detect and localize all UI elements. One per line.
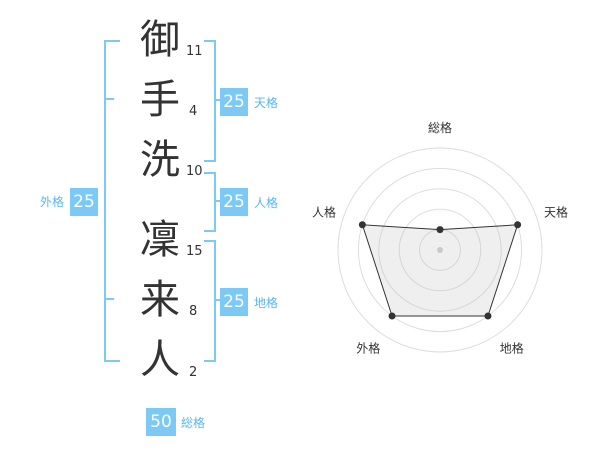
radar-data-point-1: [436, 226, 444, 234]
radar-axis-label-3: 地格: [500, 341, 524, 356]
radar-data-point-4: [388, 312, 396, 320]
soukaku-value-badge: 50: [146, 408, 176, 436]
jinkaku-value-badge: 25: [220, 188, 248, 216]
bracket-tick: [104, 98, 114, 100]
name-char-5: 来: [140, 277, 180, 323]
stroke-count-6: 2: [189, 365, 198, 380]
tenkaku-value-badge: 25: [220, 88, 248, 116]
stroke-count-1: 11: [186, 44, 203, 59]
bracket-tick: [104, 298, 114, 300]
name-char-4: 凜: [140, 217, 180, 263]
radar-axis-label-1: 総格: [428, 120, 452, 135]
stroke-count-2: 4: [189, 104, 198, 119]
jinkaku-bracket: [204, 172, 216, 232]
jinkaku-label: 人格: [254, 196, 279, 210]
radar-grid-ring: [398, 208, 482, 292]
radar-data-point-5: [358, 221, 366, 229]
radar-grid-ring: [378, 188, 502, 312]
radar-grid-ring: [337, 147, 543, 353]
tenkaku-bracket: [204, 40, 216, 162]
chikaku-label: 地格: [254, 296, 279, 310]
stroke-count-4: 15: [186, 244, 203, 259]
name-char-3: 洗: [140, 137, 180, 183]
gaikaku-bracket: [104, 40, 120, 362]
gaikaku-value-badge: 25: [70, 188, 98, 216]
radar-axis-label-2: 天格: [544, 204, 568, 219]
gaikaku-label: 外格: [40, 195, 65, 209]
radar-grid-ring: [357, 167, 523, 333]
name-char-1: 御: [140, 17, 180, 63]
stroke-count-5: 8: [189, 304, 198, 319]
name-char-6: 人: [140, 337, 180, 383]
radar-data-point-3: [484, 312, 492, 320]
chikaku-connector: [214, 299, 220, 301]
stroke-count-3: 10: [186, 164, 203, 179]
radar-data-polygon: [361, 224, 519, 317]
chikaku-value-badge: 25: [220, 288, 248, 316]
tenkaku-label: 天格: [254, 96, 279, 110]
radar-data-point-2: [514, 221, 522, 229]
soukaku-label: 総格: [181, 416, 206, 430]
name-char-2: 手: [140, 77, 180, 123]
radar-center-dot: [437, 247, 443, 253]
chikaku-bracket: [204, 240, 216, 362]
radar-axis-label-4: 外格: [356, 341, 380, 356]
jinkaku-connector: [214, 200, 220, 202]
radar-axis-label-5: 人格: [312, 204, 336, 219]
tenkaku-connector: [214, 99, 220, 101]
